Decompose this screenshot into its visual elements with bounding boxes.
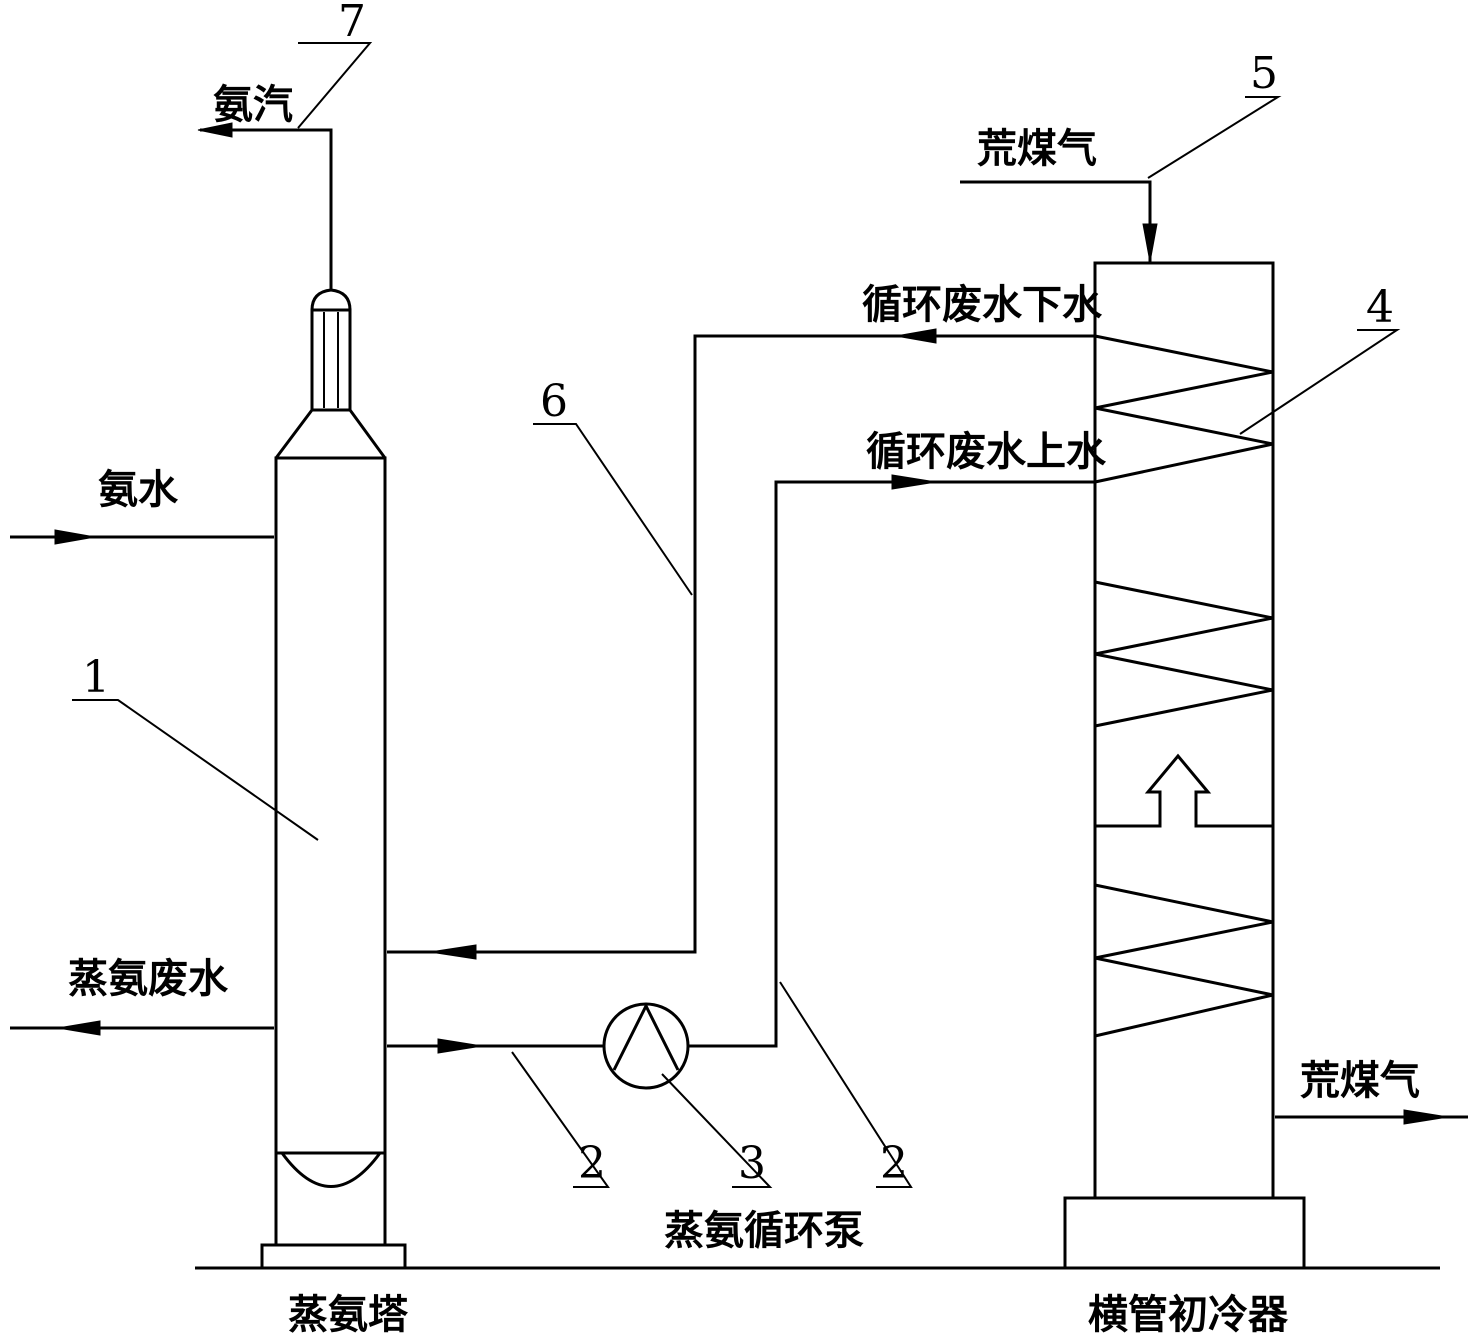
label-ammonia-vapor: 氨汽 <box>213 82 293 128</box>
label-circulation-pump: 蒸氨循环泵 <box>664 1208 864 1254</box>
callout-6: 6 <box>540 376 568 427</box>
label-crude-gas-inlet: 荒煤气 <box>977 126 1097 172</box>
ammonia-vapor-line <box>197 122 333 290</box>
label-circulation-water-supply: 循环废水上水 <box>866 429 1107 475</box>
circulation-pump <box>602 1002 690 1090</box>
callout-4: 4 <box>1366 282 1394 333</box>
callout-3: 3 <box>738 1138 766 1189</box>
stripping-tower <box>260 288 407 1270</box>
label-ammonia-water: 氨水 <box>98 467 179 513</box>
callout-5: 5 <box>1250 48 1278 99</box>
callout-2b: 2 <box>880 1138 908 1189</box>
label-circulation-water-return: 循环废水下水 <box>862 282 1103 328</box>
label-stripping-tower: 蒸氨塔 <box>288 1292 409 1338</box>
label-primary-cooler: 横管初冷器 <box>1088 1292 1289 1338</box>
callout-7: 7 <box>338 0 366 47</box>
callout-leaders <box>72 42 1401 1188</box>
pump-feed-pipe <box>387 474 1095 1054</box>
stripping-wastewater-line <box>10 1020 274 1036</box>
crude-gas-inlet-line <box>960 180 1158 263</box>
crude-gas-outlet-line <box>1275 1109 1468 1125</box>
label-stripping-wastewater: 蒸氨废水 <box>68 956 229 1002</box>
callout-1: 1 <box>82 652 110 703</box>
circulation-return-pipe <box>387 328 1095 960</box>
callout-2a: 2 <box>578 1138 606 1189</box>
ammonia-water-line <box>10 529 274 545</box>
primary-cooler <box>1063 261 1306 1270</box>
label-crude-gas-outlet: 荒煤气 <box>1300 1058 1420 1104</box>
